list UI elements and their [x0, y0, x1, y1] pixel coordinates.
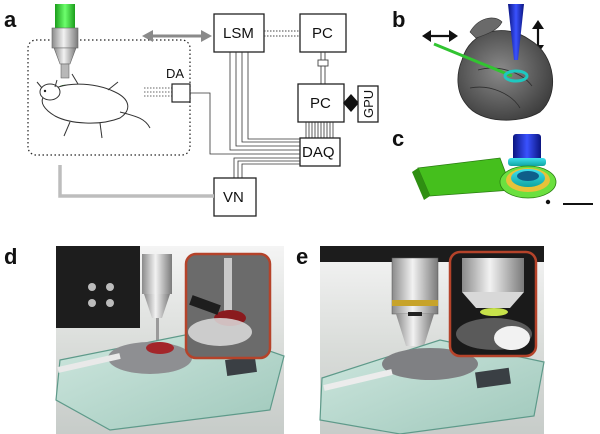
- objective-body: [51, 27, 79, 49]
- b-objective-icon: [508, 4, 524, 60]
- photo-e: [319, 246, 545, 434]
- lsm-daq-wires: [229, 52, 300, 151]
- da-input-lines: [144, 87, 172, 97]
- lsm-label: LSM: [223, 25, 254, 42]
- panel-letter-c: c: [392, 126, 404, 151]
- rig-lsm-arrow: [142, 30, 212, 42]
- pc-gpu-arrow: [343, 94, 359, 112]
- daq-vn-wires: [233, 157, 300, 178]
- lsm-pc-link: [264, 30, 300, 37]
- pc-pc-link: [317, 52, 329, 84]
- panel-letter-a: a: [4, 7, 17, 32]
- b-probe-rod: [433, 42, 513, 78]
- objective-tip: [53, 47, 77, 65]
- vn-label: VN: [223, 189, 244, 206]
- b-window-ring: [503, 69, 529, 83]
- pc-mid-label: PC: [310, 95, 331, 112]
- daq-box: [299, 137, 341, 167]
- panel-letter-b: b: [392, 7, 405, 32]
- da-daq-wire: [190, 92, 300, 155]
- headplate-render: [412, 134, 557, 205]
- gpu-box: [357, 85, 379, 123]
- rig-vn-connector: [58, 165, 214, 198]
- vn-box: [213, 177, 257, 217]
- rig-enclosure: [27, 39, 191, 156]
- photo-d: [55, 246, 285, 434]
- da-label: DA: [166, 66, 184, 81]
- pc-daq-bus: [305, 122, 334, 138]
- horizontal-move-arrow: [422, 30, 458, 42]
- pc-top-label: PC: [312, 25, 333, 42]
- objective-nozzle: [60, 63, 70, 79]
- laser-beam: [55, 4, 75, 30]
- da-box: [171, 83, 191, 103]
- daq-label: DAQ: [302, 144, 335, 161]
- panel-letter-d: d: [4, 244, 17, 269]
- mouse-illustration: [36, 73, 151, 139]
- pc-top-box: [299, 13, 347, 53]
- panel-letter-e: e: [296, 244, 308, 269]
- gpu-label: GPU: [361, 90, 376, 118]
- lsm-box: [213, 13, 265, 53]
